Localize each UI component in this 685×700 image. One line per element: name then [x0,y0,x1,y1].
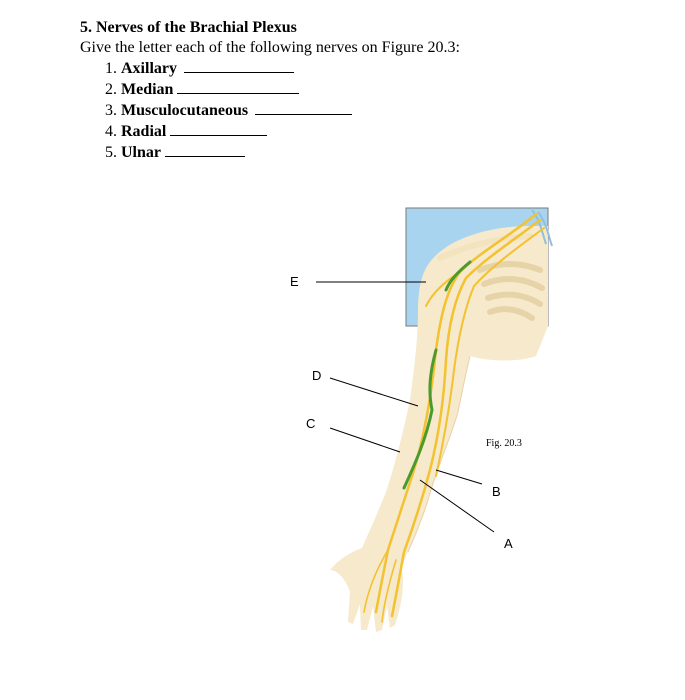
label-b: B [492,484,501,499]
nerve-name: Musculocutaneous [121,102,249,119]
question-number: 2. [105,81,117,98]
rib-cage-illustration [437,233,545,321]
answer-blank-median[interactable] [177,79,300,94]
label-a: A [504,536,513,551]
question-axillary: 1. Axillary [105,58,640,79]
nerve-name: Ulnar [121,144,161,161]
label-d: D [312,368,321,383]
question-number: 1. [105,60,117,77]
label-c: C [306,416,315,431]
question-musculocutaneous: 3. Musculocutaneous [105,100,640,121]
leader-line-a [419,479,495,533]
instruction-text: Give the letter each of the following ne… [80,39,460,56]
question-number: 3. [105,102,117,119]
question-number: 5. [105,144,117,161]
musculocutaneous-nerve [402,260,472,490]
answer-blank-ulnar[interactable] [165,142,245,157]
question-ulnar: 5. Ulnar [105,142,640,163]
nerve-name: Median [121,81,174,98]
worksheet: 5. Nerves of the Brachial Plexus Give th… [80,18,640,163]
question-radial: 4. Radial [105,121,640,142]
question-number: 4. [105,123,117,140]
leader-line-c [329,427,401,453]
spine-illustration [531,209,553,247]
leader-lines [316,281,495,533]
label-e: E [290,274,299,289]
section-heading: 5. Nerves of the Brachial Plexus [80,19,297,36]
answer-blank-radial[interactable] [170,121,268,136]
answer-blank-axillary[interactable] [184,58,294,73]
nerve-name: Radial [121,123,167,140]
leader-line-b [435,469,483,485]
leader-line-d [329,377,419,407]
nerve-name: Axillary [121,60,177,77]
figure-caption: Fig. 20.3 [486,438,522,449]
question-list: 1. Axillary 2. Median 3. Musculocutaneou… [105,58,640,163]
question-median: 2. Median [105,79,640,100]
arm-outline [407,355,471,553]
answer-blank-musculocutaneous[interactable] [255,100,353,115]
